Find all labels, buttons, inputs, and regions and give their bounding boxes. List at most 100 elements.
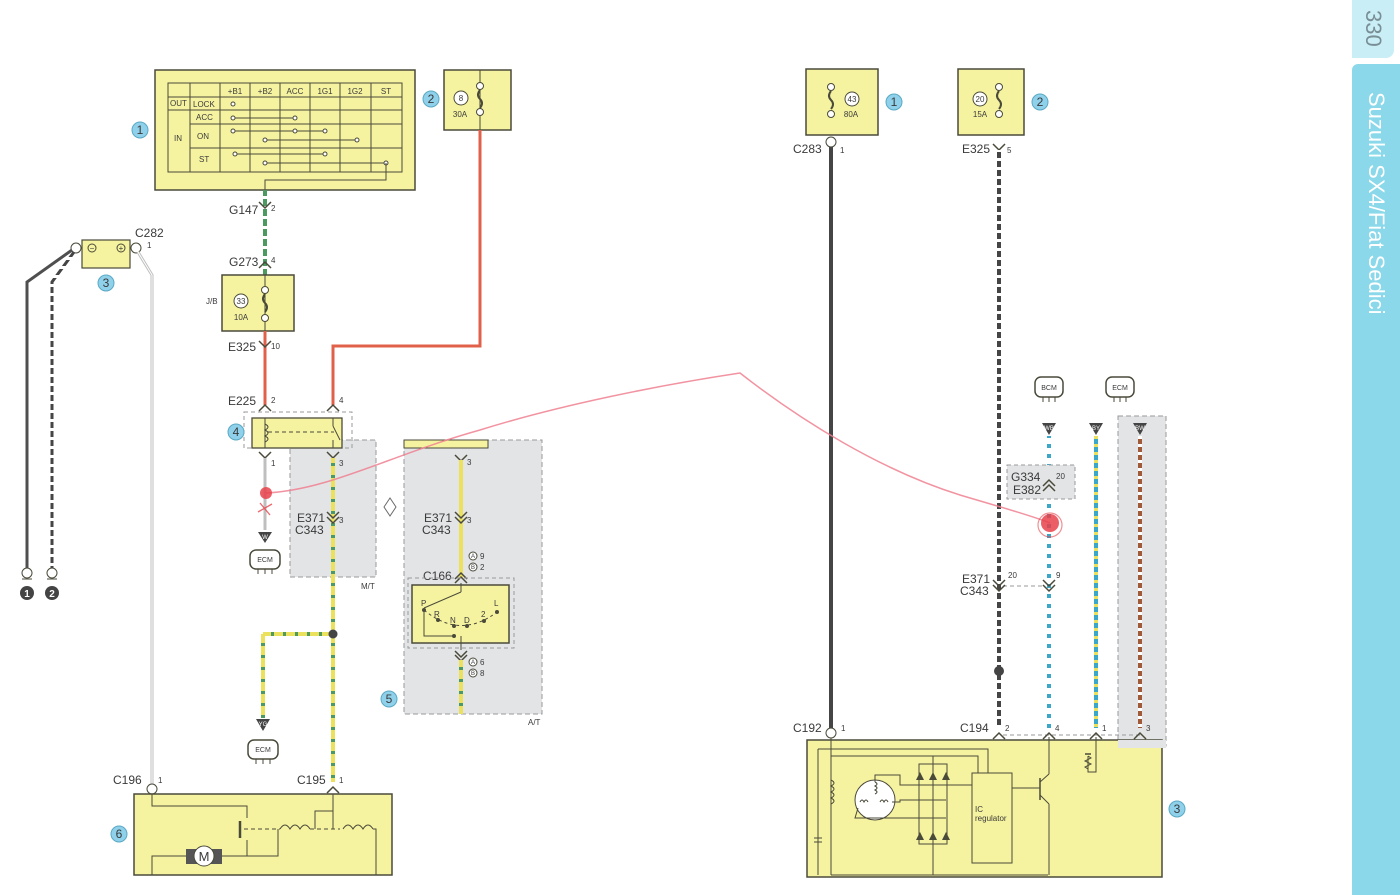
callout-2-left-text: 2: [428, 92, 435, 106]
pos-n: N: [450, 616, 456, 625]
c192-pin: 1: [841, 724, 846, 733]
callout-2-left: [422, 90, 440, 108]
c194-pin-1: 1: [1102, 724, 1107, 733]
e325-right-label: E325: [962, 142, 990, 156]
pos-l: L: [494, 599, 499, 608]
fuse-20-number: 20: [976, 95, 985, 104]
bcm-label: BCM: [1041, 385, 1057, 392]
callout-1-right-text: 1: [891, 95, 898, 109]
fuse-8-box: [443, 69, 512, 131]
c166-a2-badge: [468, 657, 478, 667]
sidebar-band: [1352, 64, 1400, 895]
ground-wire-2: [50, 251, 76, 568]
ecm-label-right: ECM: [1112, 385, 1128, 392]
callout-3-left-text: 3: [103, 276, 110, 290]
e225-pin-2: 2: [271, 396, 276, 405]
wire-bw-label: BW: [1135, 426, 1145, 432]
battery: [70, 239, 142, 269]
wire-color-marker-yg: [256, 719, 270, 731]
c166-b-text: B: [471, 565, 475, 571]
ground-2-label: 2: [49, 589, 55, 600]
wire-marker-wb: [1042, 423, 1056, 435]
callout-1-right: [885, 93, 903, 111]
c192-label: C192: [793, 721, 822, 735]
col-acc: ACC: [287, 87, 304, 96]
at-pin-top: 3: [467, 458, 472, 467]
g334-shaded-box: [1006, 464, 1076, 500]
at-e371-label: E371: [424, 511, 452, 525]
c166-a2-text: A: [471, 660, 475, 666]
c194-label: C194: [960, 721, 989, 735]
callout-2-right-text: 2: [1037, 95, 1044, 109]
c196-label: C196: [113, 773, 142, 787]
transmission-link-icon: [383, 497, 397, 517]
ignition-switch: +B1 +B2 ACC 1G1 1G2 ST OUT IN LOCK ACC O…: [154, 69, 416, 191]
ground-wire-1: [25, 248, 73, 568]
e325-pin: 10: [271, 342, 280, 351]
e382-label: E382: [1013, 483, 1041, 497]
col-st: ST: [381, 87, 391, 96]
ecm-label-1: ECM: [257, 557, 273, 564]
pos-d: D: [464, 616, 470, 625]
callout-3-right: [1168, 800, 1186, 818]
annotation-mark-right: [1041, 514, 1059, 532]
ground-symbols: [20, 567, 59, 600]
c283-label: C283: [793, 142, 822, 156]
side-in: IN: [174, 134, 182, 143]
c195-label: C195: [297, 773, 326, 787]
c194-pin-4: 4: [1055, 724, 1060, 733]
page-number-tab: [1352, 0, 1394, 58]
regulator-label: regulator: [975, 814, 1007, 823]
c192-terminal: [825, 727, 837, 739]
at-label: A/T: [528, 718, 541, 727]
c196-terminal: [146, 783, 158, 795]
wire-marker-by: [1089, 423, 1103, 435]
callout-2-right: [1031, 93, 1049, 111]
pos-2: 2: [481, 610, 486, 619]
c343-right-label: C343: [960, 584, 989, 598]
fuse-33-number: 33: [237, 297, 246, 306]
starter-motor: [133, 793, 393, 876]
relay-pin-1: 1: [271, 459, 276, 468]
col-b1: +B1: [228, 87, 243, 96]
wire-w-label: W: [262, 535, 268, 541]
callout-1-left-text: 1: [137, 123, 144, 137]
mt-c343-label: C343: [295, 523, 324, 537]
splice-point: [328, 629, 338, 639]
callout-5-left-text: 5: [386, 692, 393, 706]
at-pin: 3: [467, 516, 472, 525]
annotation-line: [265, 372, 1051, 524]
fuse-20-rating: 15A: [973, 110, 988, 119]
e225-pin-4: 4: [339, 396, 344, 405]
pos-r: R: [434, 610, 440, 619]
row-lock: LOCK: [193, 100, 215, 109]
g147-pin: 2: [271, 204, 276, 213]
c166-label: C166: [423, 569, 452, 583]
callout-3-right-text: 3: [1174, 802, 1181, 816]
mt-label: M/T: [361, 582, 375, 591]
callout-6-left-text: 6: [116, 827, 123, 841]
callout-6-left: [110, 825, 128, 843]
wire-color-marker-w: [258, 532, 272, 543]
g334-pin: 20: [1056, 472, 1065, 481]
c166-a-pin: 9: [480, 552, 485, 561]
battery-plus: +: [119, 244, 124, 253]
jb-fuse-33: [221, 274, 295, 332]
c166-b-pin-bottom: 8: [480, 669, 485, 678]
callout-1-left: [131, 121, 149, 139]
c166-b-pin: 2: [480, 563, 485, 572]
c195-pin: 1: [339, 776, 344, 785]
c194-pin-2: 2: [1005, 724, 1010, 733]
relay-pin-3: 3: [339, 459, 344, 468]
c166-b2-text: B: [471, 671, 475, 677]
annotation-mark-left: [260, 487, 272, 499]
motor-label: M: [199, 849, 210, 864]
ecm-label-2: ECM: [255, 747, 271, 754]
at-c343-label: C343: [422, 523, 451, 537]
wire-wb-label: WB: [1044, 426, 1054, 432]
annotation-cross: [257, 502, 273, 516]
manual-title: Suzuki SX4/Fiat Sedici: [1364, 92, 1389, 315]
e371-right-pin-9: 9: [1056, 571, 1061, 580]
c283-pin: 1: [840, 146, 845, 155]
fuse-8-rating: 30A: [453, 110, 468, 119]
